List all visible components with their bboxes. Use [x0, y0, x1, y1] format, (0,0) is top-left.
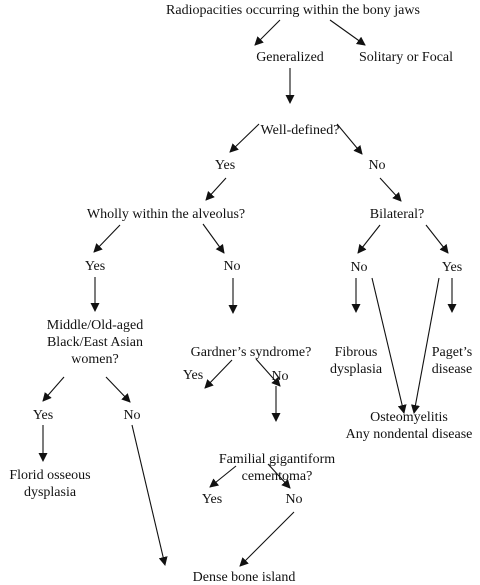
node-yes-familial: Yes [202, 492, 222, 507]
nobil-to-osteomyelitis-arrow [371, 277, 407, 414]
node-yes-bil-line: Yes [442, 260, 462, 275]
node-pagets-line: disease [432, 362, 472, 377]
middleaged-to-yes-arrow [42, 376, 65, 402]
node-fibrous: Fibrous dysplasia [330, 345, 383, 377]
bilateral-to-yes-arrow [425, 224, 449, 254]
node-root: Radiopacities occurring within the bony … [166, 3, 420, 18]
flowchart-edges [38, 19, 457, 567]
node-no-wholly-line: No [223, 259, 240, 274]
flowchart-labels: Radiopacities occurring within the bony … [9, 3, 472, 585]
node-no-wd-line: No [368, 158, 385, 173]
node-bilateral: Bilateral? [370, 207, 424, 222]
node-dense-line: Dense bone island [193, 570, 296, 585]
node-yes-wd: Yes [215, 158, 235, 173]
node-solitary: Solitary or Focal [359, 50, 453, 65]
node-generalized-line: Generalized [256, 50, 324, 65]
root-to-generalized-arrow [254, 19, 281, 46]
node-yes-middle: Yes [33, 408, 53, 423]
no-to-bilateral-arrow [379, 177, 402, 202]
no-to-dense-arrow [131, 424, 168, 566]
node-dense: Dense bone island [193, 570, 296, 585]
node-fibrous-line: dysplasia [330, 362, 383, 377]
node-yes-bil: Yes [442, 260, 462, 275]
node-osteomyelitis-line: Any nondental disease [346, 427, 473, 442]
node-familial-line: cementoma? [242, 469, 313, 484]
root-to-solitary-arrow [329, 19, 366, 46]
node-florid-line: dysplasia [24, 485, 77, 500]
node-middle-aged-line: Middle/Old-aged [47, 318, 143, 333]
node-no-familial: No [285, 492, 302, 507]
node-no-middle: No [123, 408, 140, 423]
middleaged-to-no-arrow [105, 376, 131, 403]
node-no-familial-line: No [285, 492, 302, 507]
familial-to-yes-arrow [209, 465, 237, 488]
node-pagets-line: Paget’s [432, 345, 472, 360]
wholly-to-yes-arrow [93, 224, 121, 253]
node-florid: Florid osseous dysplasia [9, 468, 90, 500]
node-gardner-line: Gardner’s syndrome? [191, 345, 312, 360]
node-yes-gardner: Yes [183, 368, 203, 383]
node-wholly: Wholly within the alveolus? [87, 207, 245, 222]
node-gardner: Gardner’s syndrome? [191, 345, 312, 360]
node-bilateral-line: Bilateral? [370, 207, 424, 222]
yesbil-to-osteomyelitis-arrow [411, 277, 440, 414]
node-florid-line: Florid osseous [9, 468, 90, 483]
node-yes-gardner-line: Yes [183, 368, 203, 383]
node-yes-wholly-line: Yes [85, 259, 105, 274]
node-no-middle-line: No [123, 408, 140, 423]
node-no-gardner: No [271, 369, 288, 384]
node-solitary-line: Solitary or Focal [359, 50, 453, 65]
node-yes-familial-line: Yes [202, 492, 222, 507]
node-no-wd: No [368, 158, 385, 173]
yes-to-wholly-arrow [205, 177, 227, 201]
node-wholly-line: Wholly within the alveolus? [87, 207, 245, 222]
node-no-bil-line: No [350, 260, 367, 275]
node-no-gardner-line: No [271, 369, 288, 384]
node-osteomyelitis-line: Osteomyelitis [370, 410, 448, 425]
node-yes-wd-line: Yes [215, 158, 235, 173]
node-yes-wholly: Yes [85, 259, 105, 274]
node-pagets: Paget’s disease [432, 345, 472, 377]
node-familial: Familial gigantiform cementoma? [219, 452, 335, 484]
node-well-defined: Well-defined? [261, 123, 340, 138]
welldefined-to-no-arrow [336, 123, 363, 155]
gardner-to-yes-arrow [204, 359, 233, 389]
bilateral-to-no-arrow [357, 224, 381, 254]
node-no-wholly: No [223, 259, 240, 274]
familial-to-no-arrow [267, 463, 291, 489]
node-generalized: Generalized [256, 50, 324, 65]
gardner-to-no-arrow [255, 358, 281, 387]
node-well-defined-line: Well-defined? [261, 123, 340, 138]
node-root-line: Radiopacities occurring within the bony … [166, 3, 420, 18]
node-familial-line: Familial gigantiform [219, 452, 335, 467]
nofamilial-to-dense-arrow [239, 511, 295, 567]
node-no-bil: No [350, 260, 367, 275]
node-middle-aged-line: Black/East Asian [47, 335, 143, 350]
node-fibrous-line: Fibrous [335, 345, 378, 360]
welldefined-to-yes-arrow [229, 123, 260, 153]
node-middle-aged-line: women? [71, 352, 118, 367]
node-yes-middle-line: Yes [33, 408, 53, 423]
wholly-to-no-arrow [202, 223, 225, 254]
